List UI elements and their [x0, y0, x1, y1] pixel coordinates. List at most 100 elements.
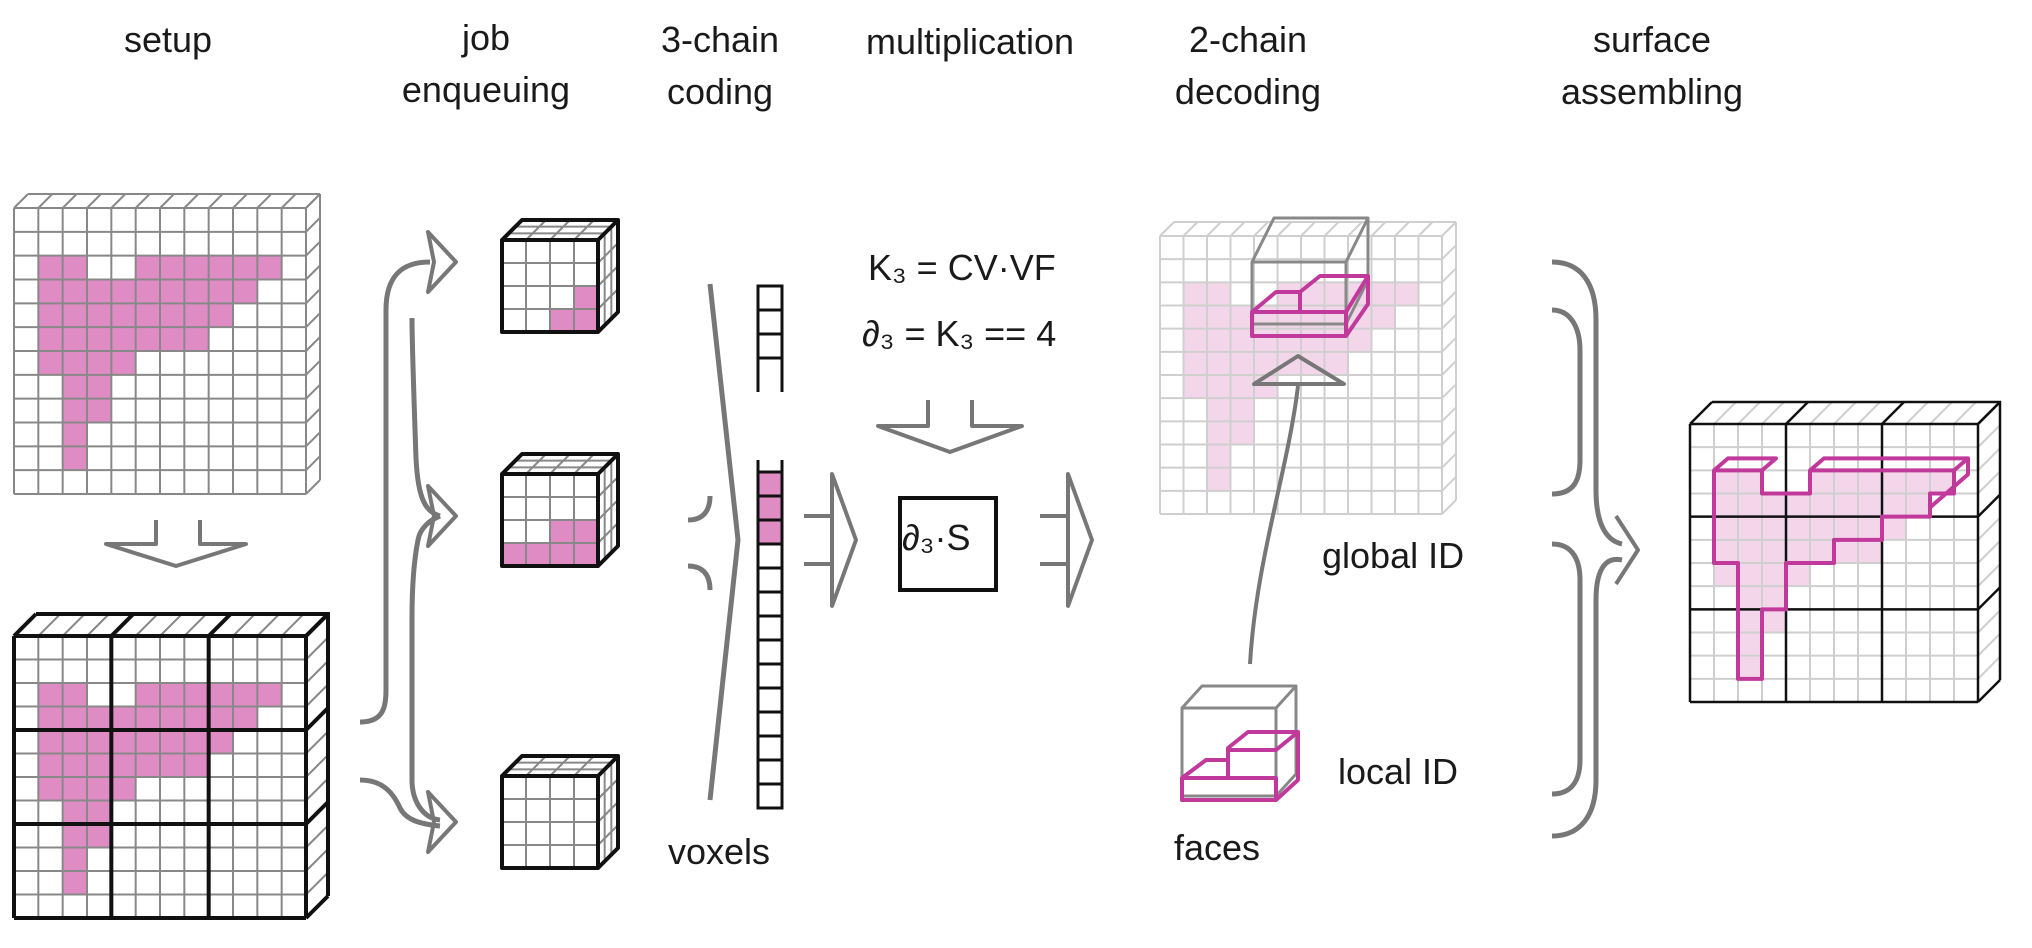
- funnel: [687, 495, 713, 523]
- top-line: [37, 613, 62, 637]
- voxel-cell: [574, 520, 598, 543]
- voxel-cell: [208, 303, 233, 328]
- voxel-cell: [111, 303, 136, 328]
- voxel-cell: [184, 753, 209, 777]
- side-line: [1441, 452, 1457, 469]
- vector-cell: [756, 566, 784, 594]
- voxel-cell: [1207, 421, 1231, 445]
- block-line: [1785, 401, 1809, 425]
- top-line: [183, 193, 200, 209]
- top-line: [1323, 221, 1340, 237]
- top-line: [1953, 401, 1977, 425]
- side-line: [1441, 499, 1457, 515]
- top-line: [134, 613, 159, 637]
- brace-line: [359, 259, 431, 725]
- voxel-cell: [1371, 305, 1395, 329]
- block-line: [1977, 493, 2001, 518]
- brace-line: [409, 618, 441, 823]
- job-cube-outline: [500, 452, 620, 568]
- side-line: [1977, 656, 2001, 680]
- voxel-cell: [62, 279, 87, 304]
- voxel-cell: [1207, 282, 1231, 306]
- voxel-cell: [87, 374, 112, 399]
- brace-arrowhead: [426, 230, 458, 294]
- side-line: [597, 522, 619, 544]
- vector-cell: [756, 590, 784, 618]
- voxel-vectors: [756, 284, 784, 810]
- voxel-cell: [550, 520, 574, 543]
- block-line: [304, 612, 330, 638]
- voxel-cell: [1762, 539, 1786, 563]
- voxel-cell: [233, 279, 258, 304]
- vector-cell: [756, 710, 784, 738]
- voxel-cell: [87, 351, 112, 375]
- voxel-cell: [1183, 305, 1207, 329]
- side-line: [597, 499, 619, 521]
- vector-cell: [756, 614, 784, 642]
- voxel-cell: [111, 351, 136, 375]
- voxel-cell: [62, 777, 87, 801]
- voxel-cell: [574, 309, 598, 332]
- id-arrow: [1248, 385, 1300, 665]
- voxel-cell: [135, 706, 160, 730]
- top-line: [525, 453, 547, 475]
- top-line: [1857, 401, 1881, 425]
- voxel-cell: [1714, 493, 1738, 517]
- side-line: [1441, 429, 1457, 446]
- voxel-cell: [1738, 609, 1762, 633]
- voxel-cell: [87, 398, 112, 423]
- voxel-cell: [1786, 493, 1810, 517]
- voxel-cell: [1810, 516, 1834, 540]
- voxel-cell: [184, 279, 209, 304]
- voxel-cell: [184, 730, 209, 754]
- voxel-cell: [1834, 493, 1858, 517]
- top-line: [1761, 401, 1785, 425]
- voxel-cell: [87, 706, 112, 730]
- multiplication-arrows: [804, 400, 1094, 608]
- job-cubes: [500, 218, 620, 870]
- side-line: [305, 871, 329, 896]
- side-line: [305, 455, 321, 471]
- voxel-cell: [111, 753, 136, 777]
- surface-outline: [1712, 456, 1970, 681]
- block-line: [1712, 400, 2002, 680]
- top-line: [1809, 401, 1833, 425]
- top-line: [1253, 221, 1269, 237]
- voxel-cell: [87, 327, 112, 351]
- voxel-cell: [184, 706, 209, 730]
- block-line: [36, 612, 330, 896]
- enqueue-brace-arrows: [359, 230, 458, 854]
- voxel-cell: [208, 730, 233, 754]
- voxel-cell: [160, 327, 185, 351]
- voxel-cell: [1738, 493, 1762, 517]
- side-line: [597, 242, 619, 264]
- side-line: [1441, 244, 1457, 260]
- voxel-cell: [1207, 444, 1231, 468]
- assemble-brace-arrows: [1551, 259, 1640, 839]
- top-line: [134, 193, 151, 209]
- voxel-cell: [62, 800, 87, 824]
- side-line: [597, 778, 619, 800]
- side-line: [1977, 424, 2001, 448]
- voxel-cell: [62, 374, 87, 399]
- block-line: [12, 612, 38, 638]
- top-line: [1206, 221, 1222, 237]
- vector-cell: [756, 542, 784, 570]
- top-line: [256, 193, 273, 209]
- operator-box: [898, 496, 998, 592]
- voxel-cell: [62, 824, 87, 848]
- voxel-cell: [1882, 493, 1906, 517]
- voxel-cell: [1183, 282, 1207, 306]
- vector-cell: [756, 308, 784, 336]
- voxel-cell: [62, 753, 87, 777]
- voxel-cell: [160, 255, 185, 280]
- voxel-cell: [1786, 563, 1810, 587]
- voxel-cell: [526, 543, 550, 566]
- voxel-cell: [62, 422, 87, 447]
- top-line: [183, 613, 208, 637]
- assemble-brace: [1551, 259, 1623, 547]
- side-line: [305, 240, 321, 257]
- voxel-cell: [1762, 563, 1786, 587]
